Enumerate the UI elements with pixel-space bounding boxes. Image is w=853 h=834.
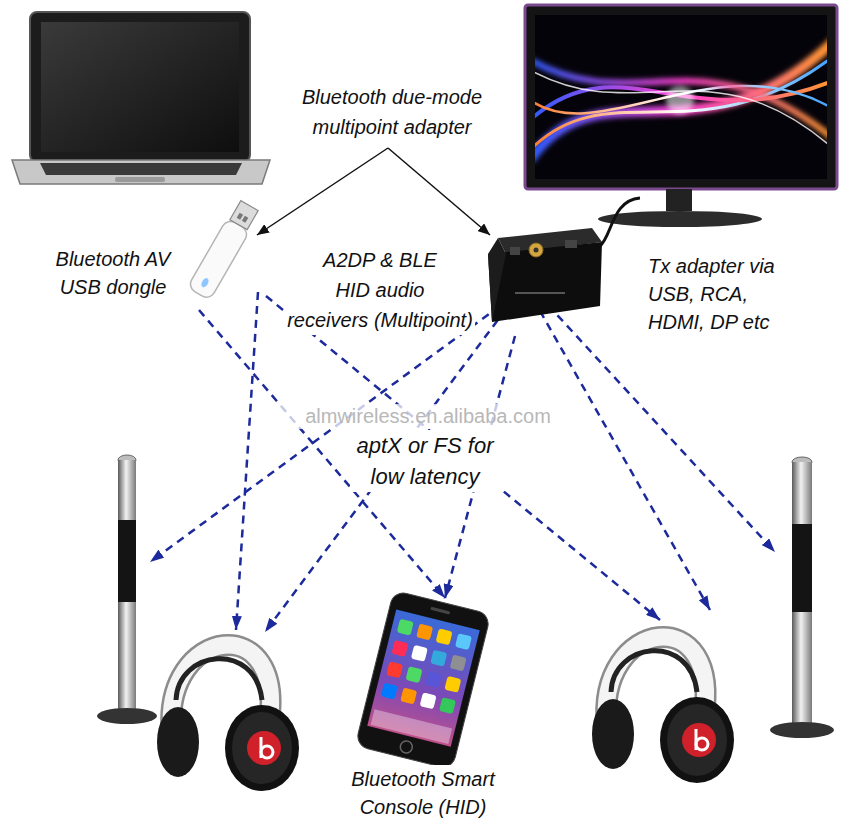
wireless-links: [150, 292, 775, 632]
app-icon: [396, 619, 413, 636]
tv-picture: [525, 5, 837, 189]
device-caption: Bluetooth AV USB dongle: [40, 245, 186, 301]
device-caption: Tx adapter via USB, RCA, HDMI, DP etc: [645, 252, 811, 336]
speaker-picture: [97, 455, 157, 724]
wireless-links: [150, 306, 500, 562]
smart-console: Bluetooth Smart Console (HID): [335, 598, 511, 821]
box-side: [488, 238, 506, 322]
laptop-picture: [12, 160, 270, 184]
pointer-arrows: [388, 148, 490, 235]
usb-plug: [230, 201, 258, 230]
app-icon: [449, 655, 466, 672]
app-icon: [419, 692, 436, 709]
headphones-picture: [592, 637, 734, 783]
app-icon: [416, 623, 433, 640]
device-caption: Bluetooth Smart Console (HID): [335, 765, 511, 821]
pointer-arrows: [257, 148, 490, 235]
home-button: [399, 740, 414, 755]
laptop-picture: [30, 12, 250, 162]
speaker-picture: [97, 708, 157, 724]
laptop-picture: [12, 12, 270, 184]
headphones-picture: [157, 645, 299, 791]
phone-screen: [367, 609, 479, 746]
app-icon: [444, 676, 461, 693]
port: [510, 247, 520, 255]
transmitter-picture: [488, 228, 602, 322]
codec-note: aptX or FS for low latency: [350, 430, 500, 492]
dock: [370, 709, 451, 744]
app-icon: [410, 645, 427, 662]
usb-dongle: Bluetooth AV USB dongle: [40, 200, 256, 310]
tv-picture: [535, 55, 827, 150]
tv-picture: [666, 189, 692, 211]
cable: [600, 198, 640, 246]
protocol-label: A2DP & BLE HID audio receivers (Multipoi…: [285, 245, 475, 335]
tv-picture: [535, 60, 827, 140]
app-icon: [405, 666, 422, 683]
usb-dongle-picture: [187, 199, 261, 300]
app-icon: [454, 633, 471, 650]
laptop-picture: [41, 22, 239, 152]
speaker-picture: [792, 524, 812, 612]
pointer-arrows: [257, 148, 388, 235]
device-picture: [470, 220, 610, 330]
usb-pin: [242, 216, 248, 223]
phone-body: [355, 590, 491, 769]
port: [565, 240, 577, 248]
tv-picture: [535, 40, 827, 160]
tv-picture: [535, 70, 827, 150]
tv-picture: [535, 40, 827, 160]
front-marking: [515, 292, 565, 294]
wireless-links: [266, 296, 660, 620]
tv-picture: [525, 5, 837, 227]
speaker-picture: [118, 602, 136, 714]
wireless-links: [236, 292, 258, 630]
app-icon: [424, 671, 441, 688]
speaker-picture: [770, 722, 834, 738]
speaker-picture: [792, 462, 812, 524]
app-icon: [391, 640, 408, 657]
phone-picture: [355, 590, 491, 769]
wireless-links: [265, 309, 506, 632]
rca-jack: [529, 243, 543, 257]
watermark: almwireless.en.alibaba.com: [268, 404, 588, 429]
tx-adapter: Tx adapter via USB, RCA, HDMI, DP etc: [470, 220, 811, 336]
led: [200, 277, 210, 289]
device-picture: [186, 200, 256, 310]
laptop-picture: [115, 177, 165, 182]
dongle-body: [187, 218, 250, 300]
app-icon: [380, 683, 397, 700]
app-icon: [435, 628, 452, 645]
wireless-links: [540, 311, 710, 610]
app-icon: [386, 661, 403, 678]
speaker-picture: [118, 460, 136, 520]
tv-picture: [535, 86, 827, 114]
speaker-picture: [792, 612, 812, 728]
app-icon: [430, 650, 447, 667]
speaker-slot: [430, 607, 450, 615]
callout-label: Bluetooth due-mode multipoint adapter: [272, 82, 512, 142]
app-icon: [400, 688, 417, 705]
tv-picture: [598, 211, 762, 227]
usb-pin: [237, 213, 243, 220]
app-icon: [439, 697, 456, 714]
speaker-picture: [770, 457, 834, 738]
laptop-picture: [40, 163, 242, 175]
tv-picture: [666, 86, 694, 114]
device-picture: [341, 598, 506, 763]
rca-pin: [534, 248, 539, 253]
speaker-picture: [118, 520, 136, 602]
